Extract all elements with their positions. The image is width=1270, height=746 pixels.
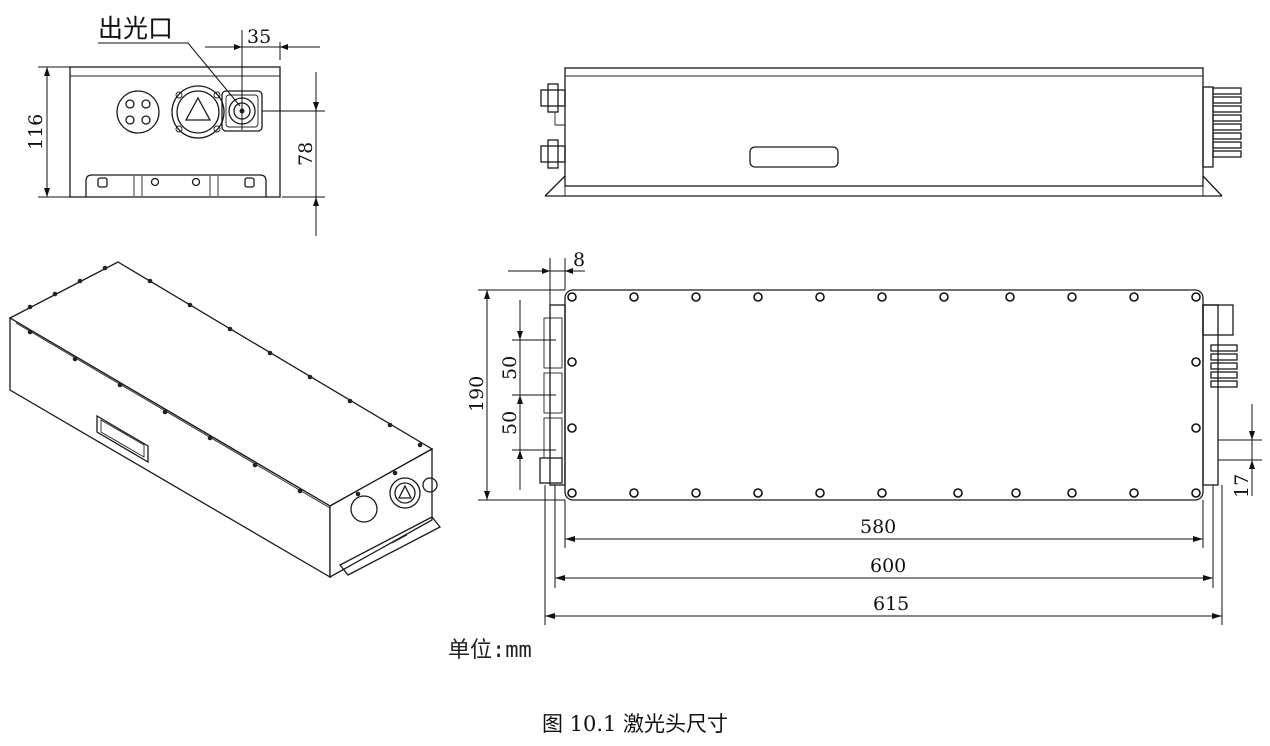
dim-116: 116 bbox=[25, 114, 47, 150]
dim-190: 190 bbox=[466, 376, 488, 412]
dim-615: 615 bbox=[873, 593, 909, 615]
dim-35: 35 bbox=[247, 26, 271, 48]
dim-580: 580 bbox=[860, 516, 896, 538]
figure-caption: 图 10.1 激光头尺寸 bbox=[541, 712, 729, 736]
dim-17: 17 bbox=[1231, 474, 1253, 498]
front-view: 出光口 35 116 78 bbox=[25, 14, 325, 236]
dim-600: 600 bbox=[870, 555, 906, 577]
top-view: 8 190 50 50 17 580 bbox=[466, 249, 1262, 625]
side-view bbox=[540, 67, 1242, 197]
aperture-label: 出光口 bbox=[98, 14, 173, 43]
dim-50-b: 50 bbox=[499, 411, 521, 435]
top-bolts bbox=[567, 292, 1201, 498]
dim-50-a: 50 bbox=[499, 356, 521, 380]
dim-8: 8 bbox=[573, 249, 585, 271]
top-fin-stack bbox=[1210, 344, 1238, 388]
dim-78: 78 bbox=[295, 142, 317, 166]
isometric-view bbox=[8, 261, 442, 579]
unit-label: 单位:mm bbox=[448, 638, 532, 663]
iso-bolts bbox=[27, 265, 423, 497]
fin-stack bbox=[1212, 87, 1242, 158]
